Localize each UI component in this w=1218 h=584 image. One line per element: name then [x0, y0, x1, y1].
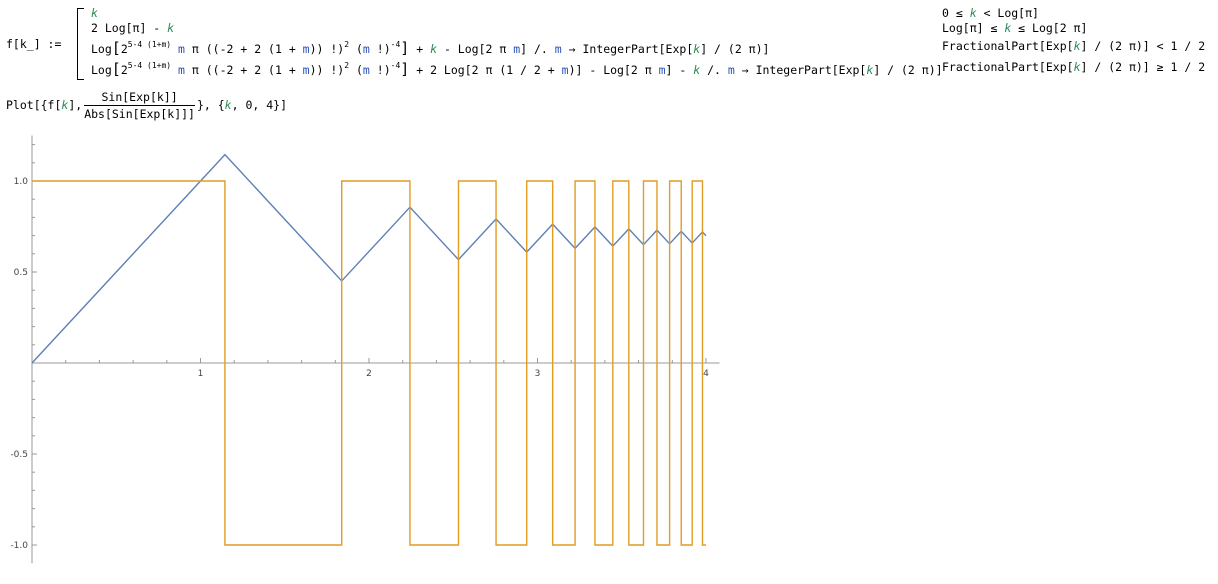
plot-mid: ],: [68, 98, 83, 112]
expr-segment: 2: [344, 61, 350, 70]
expr-segment: m: [171, 42, 185, 56]
plot-fraction: Sin[Exp[k]]Abs[Sin[Exp[k]]]: [84, 90, 195, 121]
series-sign-line: [32, 180, 706, 546]
fraction-denominator: Abs[Sin[Exp[k]]]: [84, 107, 195, 121]
case-cond-4: FractionalPart[Exp[k] / (2 π)] ≥ 1 / 2: [942, 60, 1205, 74]
expr-segment: m: [171, 63, 185, 77]
x-tick-label: 2: [366, 369, 372, 379]
expr-segment: k: [167, 21, 175, 35]
expr-segment: k: [866, 63, 874, 77]
y-tick-label: 1.0: [14, 177, 29, 187]
y-tick-label: 0.5: [14, 268, 28, 278]
plot-prefix: Plot[{f[: [6, 98, 62, 112]
expr-segment: !): [369, 63, 391, 77]
expr-segment: 2 Log[π] -: [91, 21, 168, 35]
expr-segment: 2: [120, 42, 128, 56]
expr-segment: ] / (2 π)]: [873, 63, 943, 77]
expr-segment: m: [362, 42, 370, 56]
expr-segment: ] -: [665, 63, 694, 77]
x-tick-label: 3: [535, 369, 541, 379]
expr-segment: m: [727, 63, 735, 77]
expr-segment: π ((-2 + 2 (1 +: [184, 42, 303, 56]
expr-segment: + 2 Log[2 π (1 / 2 +: [409, 63, 562, 77]
expr-segment: 2: [120, 63, 128, 77]
cond-segment: ≤ Log[2 π]: [1011, 21, 1088, 35]
case-cond-2: Log[π] ≤ k ≤ Log[2 π]: [942, 21, 1087, 35]
expr-segment: (: [349, 42, 363, 56]
expr-segment: m: [658, 63, 666, 77]
expr-segment: 5-4 (1+m): [127, 61, 172, 70]
expr-segment: -4: [390, 61, 401, 70]
series-f-line: [31, 153, 707, 364]
case-expr-4: Log[25-4 (1+m) m π ((-2 + 2 (1 + m)) !)2…: [91, 60, 943, 78]
expr-segment: ] /.: [520, 42, 555, 56]
cond-segment: FractionalPart[Exp[: [942, 39, 1074, 53]
y-tick-label: -1.0: [10, 541, 28, 551]
cond-segment: < Log[π]: [976, 6, 1039, 20]
x-tick-label: 4: [703, 369, 709, 379]
expr-segment: [: [111, 39, 121, 57]
cond-segment: k: [969, 6, 977, 20]
plot-range: , 0, 4}]: [231, 98, 287, 112]
plot-command: Plot[{f[k],Sin[Exp[k]]Abs[Sin[Exp[k]]]},…: [6, 90, 287, 124]
fraction-numerator: Sin[Exp[k]]: [84, 90, 195, 106]
expr-segment: )) !): [309, 42, 345, 56]
case-cond-1: 0 ≤ k < Log[π]: [942, 6, 1039, 20]
plot-var-1: k: [61, 98, 69, 112]
cond-segment: Log[π] ≤: [942, 21, 1005, 35]
cond-segment: FractionalPart[Exp[: [942, 60, 1074, 74]
x-tick-label: 1: [198, 369, 204, 379]
cond-segment: ] / (2 π)] < 1 / 2: [1080, 39, 1206, 53]
y-tick-label: -0.5: [10, 450, 28, 460]
expr-segment: m: [302, 63, 310, 77]
expr-segment: k: [430, 42, 438, 56]
cond-segment: 0 ≤: [942, 6, 970, 20]
case-cond-3: FractionalPart[Exp[k] / (2 π)] < 1 / 2: [942, 39, 1205, 53]
expr-segment: - Log[2 π: [437, 42, 514, 56]
expr-segment: m: [513, 42, 521, 56]
expr-segment: → IntegerPart[Exp[: [734, 63, 867, 77]
expr-segment: !): [369, 42, 391, 56]
expr-segment: m: [554, 42, 562, 56]
expr-segment: [: [111, 60, 121, 78]
expr-segment: m: [362, 63, 370, 77]
expr-segment: Log: [91, 42, 112, 56]
axes: 1 2 3 4 -1.0 -0.5 0.5 1.0: [10, 135, 720, 564]
expr-segment: 5-4 (1+m): [127, 40, 172, 49]
series-layer: [31, 153, 707, 546]
plot-suffix: }, {: [196, 98, 225, 112]
definition-lhs: f[k_] :=: [6, 37, 62, 51]
expr-segment: /.: [700, 63, 728, 77]
expr-segment: ]: [400, 60, 410, 78]
expr-segment: π ((-2 + 2 (1 +: [184, 63, 303, 77]
cond-segment: k: [1004, 21, 1012, 35]
expr-segment: k: [91, 6, 98, 20]
expr-segment: ]: [400, 39, 410, 57]
expr-segment: k: [693, 63, 701, 77]
function-definition: f[k_] := k 2 Log[π] - k Log[25-4 (1+m) m…: [6, 6, 1216, 81]
expr-segment: Log: [91, 63, 112, 77]
expr-segment: +: [409, 42, 431, 56]
expr-segment: k: [693, 42, 701, 56]
piecewise-brace: [77, 8, 84, 80]
plot-var-2: k: [224, 98, 232, 112]
cond-segment: ] / (2 π)] ≥ 1 / 2: [1080, 60, 1206, 74]
case-expr-3: Log[25-4 (1+m) m π ((-2 + 2 (1 + m)) !)2…: [91, 39, 769, 57]
cond-segment: k: [1073, 39, 1081, 53]
case-expr-1: k: [91, 6, 98, 20]
expr-segment: 2: [344, 40, 350, 49]
expr-segment: (: [349, 63, 363, 77]
expr-segment: )) !): [309, 63, 345, 77]
plot-chart: 1 2 3 4 -1.0 -0.5 0.5 1.0: [10, 135, 720, 564]
expr-segment: m: [561, 63, 569, 77]
case-expr-2: 2 Log[π] - k: [91, 21, 174, 35]
expr-segment: → IntegerPart[Exp[: [561, 42, 694, 56]
expr-segment: )] - Log[2 π: [568, 63, 659, 77]
expr-segment: m: [302, 42, 310, 56]
expr-segment: ] / (2 π)]: [700, 42, 770, 56]
expr-segment: -4: [390, 40, 401, 49]
cond-segment: k: [1073, 60, 1081, 74]
